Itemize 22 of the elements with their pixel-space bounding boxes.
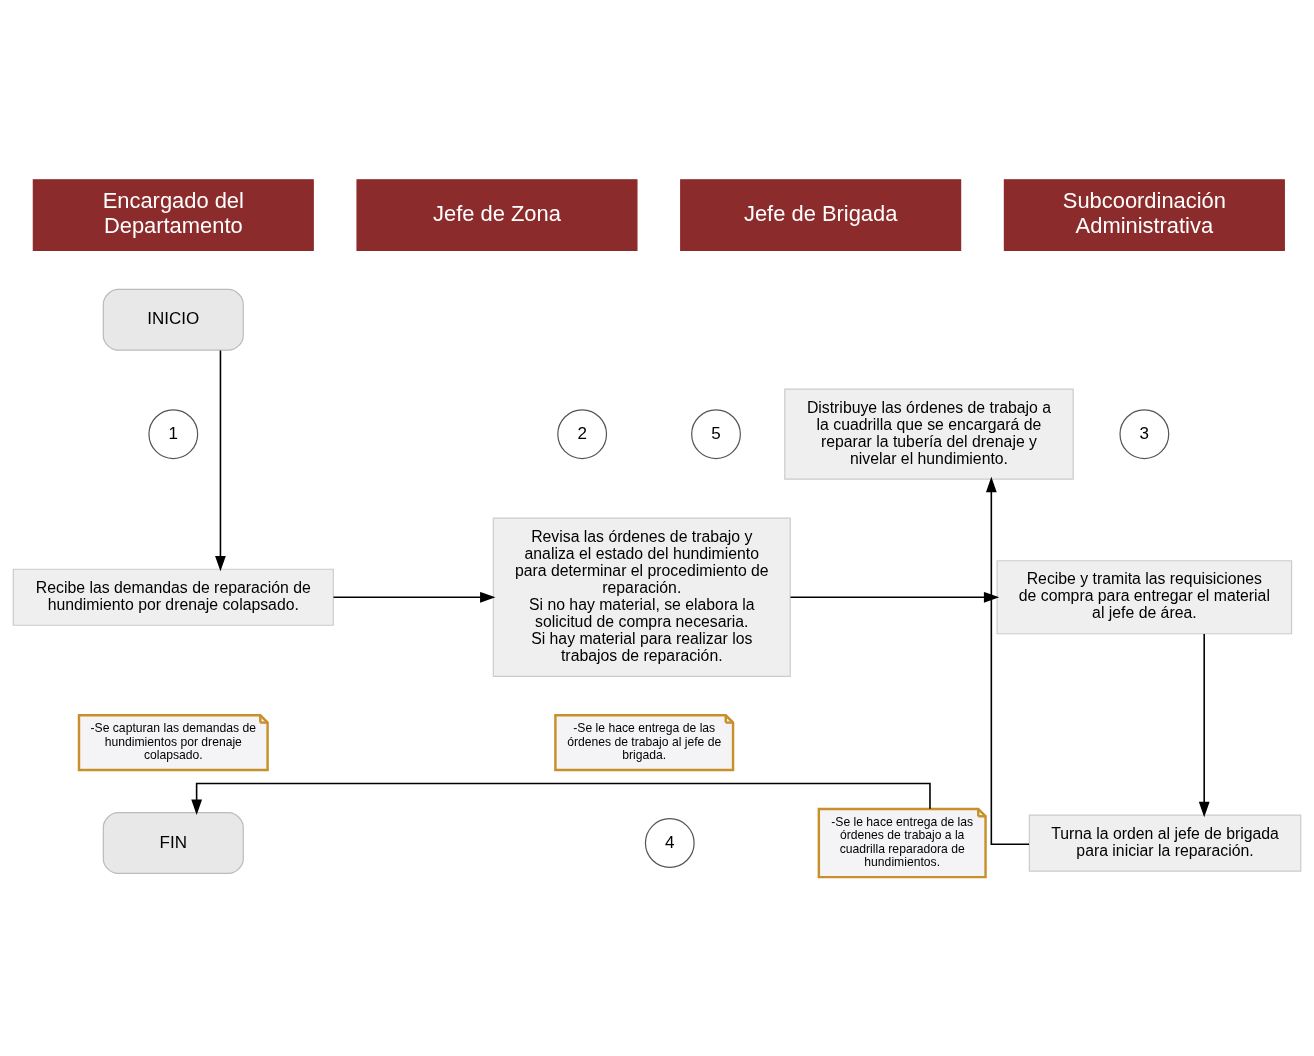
arrow [985,476,1030,845]
arrow [332,591,496,603]
node-box: Jefe de Zona [356,178,638,251]
node-box: Distribuye las órdenes de trabajo a la cuadrilla que se encargará de reparar la tubería del drenaje y nivelar el hundimiento. [784,388,1074,480]
node-circle: 4 [644,817,695,868]
arrow [215,349,226,571]
node-circle: 3 [1119,408,1170,459]
node-box: Revisa las órdenes de trabajo y analiza el estado del hundimiento para determinar el procedimiento de reparación. Si no hay material, se elabora la solicitud de compra necesaria. Si hay material para realizar los trabajos de reparación. [492,517,791,677]
node-box: Encargado del Departamento [32,178,314,251]
node-box: Recibe y tramita las requisiciones de compra para entregar el material al jefe de área. [996,559,1293,634]
node-box: Turna la orden al jefe de brigada para iniciar la reparación. [1028,813,1302,872]
node-box: INICIO [102,288,244,351]
node-circle: 2 [557,408,608,459]
node-box: FIN [102,811,244,874]
node-circle: 1 [148,408,199,459]
arrow [191,782,931,815]
arrow [789,591,1000,603]
arrow [1198,632,1210,817]
node-circle: 5 [691,408,741,459]
node-box: Jefe de Brigada [680,178,962,251]
node-box: Subcoordinación Administrativa [1003,178,1285,251]
node-box: Recibe las demandas de reparación de hundimiento por drenaje colapsado. [12,568,334,626]
